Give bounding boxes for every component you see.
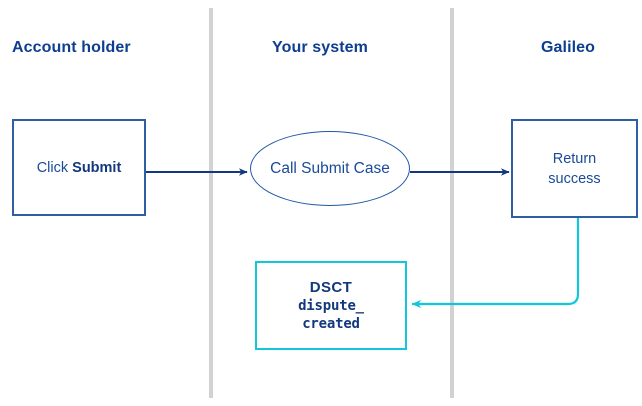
node-call-submit-case-label: Call Submit Case (270, 159, 390, 177)
lane-title-account-holder: Account holder (12, 39, 131, 56)
node-dsct-event-label: DSCT dispute_ created (298, 279, 364, 333)
node-dsct-event-title: DSCT (309, 278, 353, 296)
node-click-submit[interactable]: Click Submit (12, 119, 146, 216)
lane-title-your-system: Your system (272, 39, 368, 56)
node-dsct-event[interactable]: DSCT dispute_ created (255, 261, 407, 350)
node-dsct-event-code-line2: created (302, 315, 360, 332)
node-call-submit-case[interactable]: Call Submit Case (250, 131, 410, 206)
node-return-success[interactable]: Return success (511, 119, 638, 218)
node-dsct-event-code-line1: dispute_ (298, 297, 364, 314)
node-return-success-line1: Return (552, 150, 597, 167)
node-return-success-line2: success (548, 170, 601, 187)
node-click-submit-bold: Submit (72, 159, 122, 176)
node-click-submit-prefix: Click (36, 159, 73, 176)
lane-divider-2 (450, 8, 454, 398)
node-click-submit-label: Click Submit (37, 160, 122, 176)
node-return-success-label: Return success (548, 149, 600, 189)
lane-title-galileo: Galileo (541, 39, 596, 56)
lane-divider-1 (209, 8, 213, 398)
connector-return-to-dsct (411, 218, 580, 308)
